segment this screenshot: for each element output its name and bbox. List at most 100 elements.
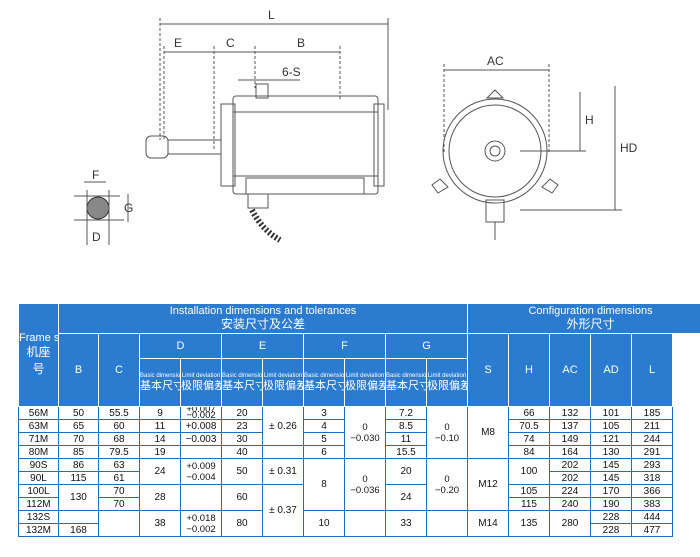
cell-S: M8	[467, 406, 510, 459]
col-header-L: L	[631, 333, 674, 407]
cell-B: 86	[58, 458, 99, 472]
cell-C: 60	[98, 419, 140, 433]
cell-AD: 130	[590, 445, 633, 459]
dim-label-H: H	[585, 113, 594, 127]
cell-D: 38	[139, 510, 181, 537]
installation-group-header: Installation dimensions and tolerances 安…	[57, 303, 469, 334]
cell-AC: 132	[549, 406, 592, 420]
cell-H: 115	[508, 497, 551, 511]
cell-AD: 145	[590, 458, 633, 472]
cell-E: 23	[221, 419, 263, 433]
cell-D: 24	[139, 458, 181, 485]
frame-cell: 132S	[18, 510, 59, 524]
cell-L: 383	[631, 497, 674, 511]
cell-L: 477	[631, 523, 674, 537]
cell-AC: 240	[549, 497, 592, 511]
frame-cell: 90L	[18, 471, 59, 485]
cell-D-dev	[180, 484, 222, 511]
cell-G: 15.5	[385, 445, 427, 459]
cell-D-dev: −0.003	[180, 432, 222, 446]
frame-cell: 71M	[18, 432, 59, 446]
cell-AD: 228	[590, 523, 633, 537]
col-header-H: H	[508, 333, 551, 407]
cell-H: 70.5	[508, 419, 551, 433]
cell-F: 4	[303, 419, 345, 433]
cell-C: 55.5	[98, 406, 140, 420]
cell-AD: 121	[590, 432, 633, 446]
cell-AC: 224	[549, 484, 592, 498]
cell-L: 185	[631, 406, 674, 420]
cell-B: 70	[58, 432, 99, 446]
cell-B: 50	[58, 406, 99, 420]
cell-D: 19	[139, 445, 181, 459]
cell-F-dev: 0−0.030	[344, 406, 386, 459]
motor-dimension-drawing: L E C B 6-S F G D AC H HD	[74, 8, 638, 245]
dim-label-S: 6-S	[282, 65, 301, 79]
cell-AC: 149	[549, 432, 592, 446]
cell-G: 33	[385, 510, 427, 537]
cell-F: 3	[303, 406, 345, 420]
cell-G-dev: 0−0.20	[425, 458, 469, 511]
col-header-G: G	[384, 333, 469, 359]
cell-D-dev: +0.018−0.002	[180, 510, 222, 537]
cell-D: 11	[139, 419, 181, 433]
sub-basic-E: Basic dimensions基本尺寸	[221, 358, 263, 407]
col-header-S: S	[467, 333, 510, 407]
frame-cell: 56M	[18, 406, 59, 420]
cell-E-dev: ± 0.37	[262, 484, 304, 537]
col-header-B: B	[58, 333, 99, 407]
sub-basic-D: Basic dimensions基本尺寸	[139, 358, 181, 407]
col-header-AD: AD	[590, 333, 633, 407]
configuration-group-header: Configuration dimensions 外形尺寸	[467, 303, 700, 334]
cell-H: 74	[508, 432, 551, 446]
dim-label-C: C	[226, 36, 235, 50]
sub-basic-F: Basic dimensions基本尺寸	[303, 358, 345, 407]
cell-E: 20	[221, 406, 263, 420]
dim-label-E: E	[174, 36, 182, 50]
frame-cell: 100L	[18, 484, 59, 498]
cell-D-dev: +0.009−0.004	[180, 458, 222, 485]
frame-cell: 132M	[18, 523, 59, 537]
cell-E: 60	[221, 484, 263, 511]
cell-C: 61	[98, 471, 140, 485]
cell-AD: 170	[590, 484, 633, 498]
cell-E: 40	[221, 445, 263, 459]
cell-E-dev: ± 0.26	[262, 406, 304, 446]
cell-F: 8	[303, 458, 345, 511]
cell-AD: 105	[590, 419, 633, 433]
cell-G: 11	[385, 432, 427, 446]
cell-D: 28	[139, 484, 181, 511]
cell-H: 66	[508, 406, 551, 420]
cell-AD: 145	[590, 471, 633, 485]
cell-C: 70	[98, 484, 140, 498]
cell-G-dev: 0−0.10	[425, 406, 469, 459]
cell-AC: 137	[549, 419, 592, 433]
cell-AD: 228	[590, 510, 633, 524]
cell-G: 20	[385, 458, 427, 485]
cell-AD: 190	[590, 497, 633, 511]
cell-AD: 101	[590, 406, 633, 420]
cell-D-dev: +0.008	[180, 419, 222, 433]
frame-cell: 80M	[18, 445, 59, 459]
cell-H: 84	[508, 445, 551, 459]
cell-AC: 280	[549, 510, 592, 537]
cell-L: 291	[631, 445, 674, 459]
cell-D-dev	[180, 445, 222, 459]
cell-B: 130	[58, 484, 99, 511]
dim-label-G: G	[124, 201, 133, 215]
cell-D: 9	[139, 406, 181, 420]
frame-cell: 112M	[18, 497, 59, 511]
cell-D: 14	[139, 432, 181, 446]
dim-label-B: B	[297, 36, 305, 50]
cell-B: 65	[58, 419, 99, 433]
cell-AC: 202	[549, 471, 592, 485]
cell-H: 105	[508, 484, 551, 498]
col-header-AC: AC	[549, 333, 592, 407]
cell-B: 168	[58, 523, 99, 537]
cell-AC: 164	[549, 445, 592, 459]
frame-cell: 63M	[18, 419, 59, 433]
